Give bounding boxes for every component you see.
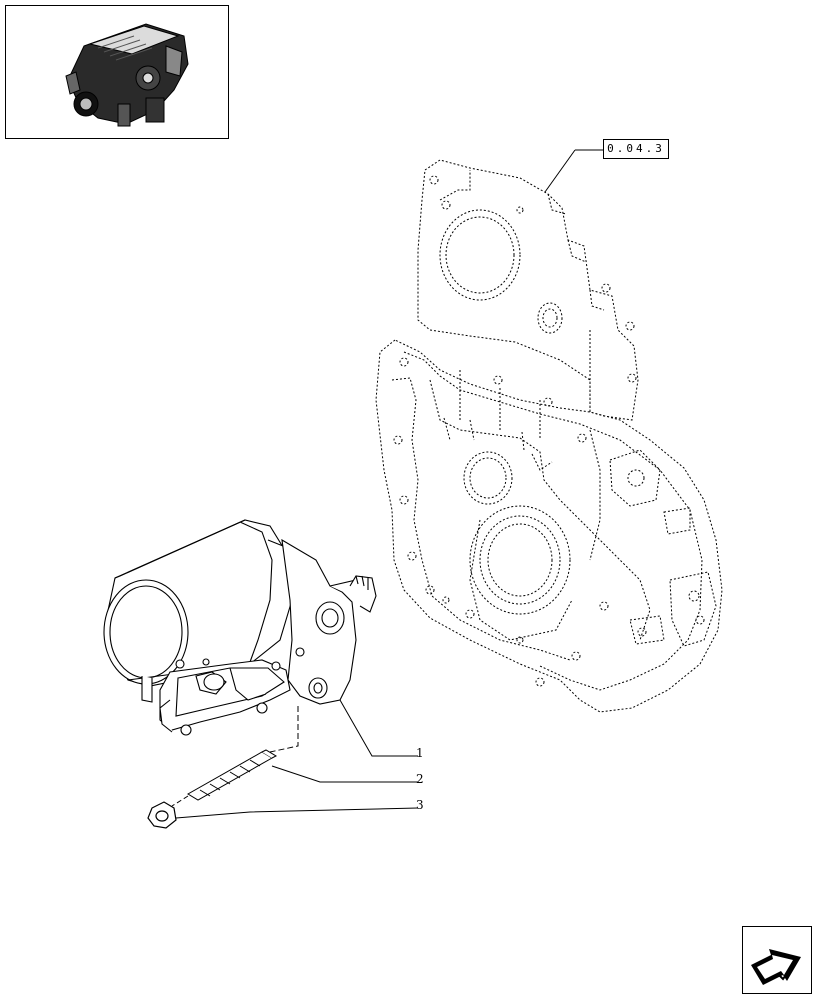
flywheel-housing xyxy=(375,159,723,713)
starter-motor xyxy=(103,519,377,736)
callout-2: 2 xyxy=(416,772,424,786)
callout-leaders xyxy=(175,699,419,819)
engine-thumbnail-frame xyxy=(5,5,229,139)
callout-3: 3 xyxy=(416,798,424,812)
engine-thumbnail-icon xyxy=(65,23,189,127)
next-page-arrow-icon xyxy=(751,949,801,985)
callout-1: 1 xyxy=(416,746,424,760)
next-page-button[interactable] xyxy=(742,926,812,994)
nut xyxy=(147,801,177,829)
reference-label[interactable]: 0.04.3 xyxy=(603,139,669,159)
bolt xyxy=(187,749,278,801)
